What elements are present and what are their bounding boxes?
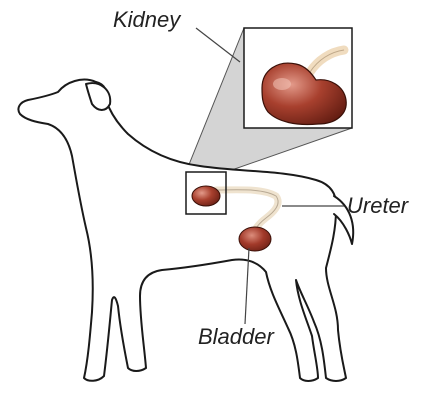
bladder-organ xyxy=(239,227,271,251)
kidney-small xyxy=(192,186,220,206)
kidney-leader-line xyxy=(196,28,240,62)
kidney-label: Kidney xyxy=(113,9,180,31)
bladder-label: Bladder xyxy=(198,326,274,348)
ureter-label: Ureter xyxy=(347,195,408,217)
